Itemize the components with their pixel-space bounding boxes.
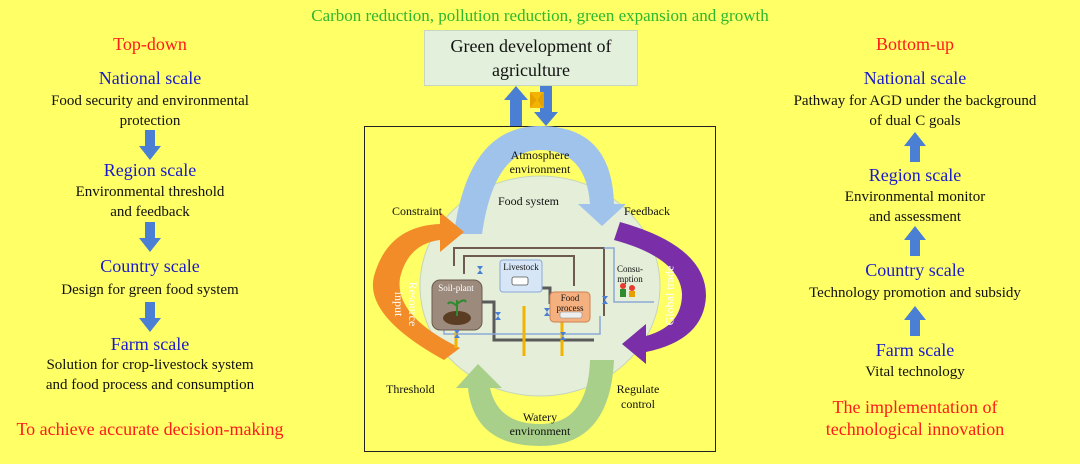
global-trade-arrow [614, 222, 706, 364]
green-development-box: Green development of agriculture [424, 30, 638, 86]
left-down-arrow-3 [139, 302, 161, 332]
watery-label-line2: environment [509, 424, 571, 438]
consumption-line1: Consu- [616, 264, 643, 274]
right-footer-line1: The implementation of [832, 397, 998, 417]
valve-left-icon [530, 92, 537, 108]
watery-label-line1: Watery [522, 410, 558, 424]
valve-icon-8 [560, 336, 566, 340]
resource-input-label: Resource input [392, 274, 420, 334]
left-footer: To achieve accurate decision-making [16, 419, 284, 439]
feedback-label: Feedback [624, 204, 670, 218]
atmosphere-label: Atmosphere environment [500, 148, 580, 176]
flow-line-1 [453, 247, 605, 316]
resource-input-line2: input [392, 291, 406, 317]
right-national-desc-line2: of dual C goals [869, 113, 961, 129]
left-country-scale: Country scale [100, 256, 200, 276]
left-down-arrow-2 [139, 222, 161, 252]
left-region-desc-line1: Environmental threshold [75, 184, 225, 200]
exchange-arrows [504, 86, 558, 126]
soil-icon [443, 311, 471, 325]
atmosphere-arrow [454, 126, 626, 234]
left-region-desc: Environmental threshold and feedback [0, 182, 300, 222]
left-national-scale: National scale [98, 68, 202, 88]
regulate-control-line2: control [621, 397, 655, 411]
resource-input-line1: Resource [406, 281, 420, 327]
valve-icon-10 [544, 312, 550, 316]
left-farm-desc-line1: Solution for crop-livestock system [46, 357, 254, 373]
left-region-desc-line2: and feedback [110, 204, 190, 220]
resource-input-arrow [372, 212, 464, 360]
right-up-arrow-3 [904, 306, 926, 336]
left-farm-desc-line2: and food process and consumption [45, 377, 255, 393]
left-heading: Top-down [113, 34, 187, 54]
food-system-label: Food system [498, 194, 560, 208]
threshold-label: Threshold [386, 382, 435, 396]
right-region-desc-line1: Environmental monitor [844, 189, 986, 205]
right-national-scale: National scale [863, 68, 967, 88]
watery-label: Watery environment [500, 410, 580, 438]
left-national-desc: Food security and environmental protecti… [0, 91, 300, 131]
right-region-desc: Environmental monitor and assessment [780, 187, 1050, 227]
regulate-control-label: Regulate control [608, 382, 668, 412]
left-country-desc: Design for green food system [61, 282, 239, 298]
right-footer: The implementation of technological inno… [780, 396, 1050, 440]
right-country-scale: Country scale [865, 260, 965, 280]
atmosphere-label-line1: Atmosphere [510, 148, 570, 162]
livestock-label: Livestock [503, 262, 539, 272]
green-development-line2: agriculture [492, 60, 570, 80]
consumption-line2: mption [617, 274, 643, 284]
valve-icon-9 [544, 308, 550, 312]
right-footer-line2: technological innovation [825, 419, 1005, 439]
soil-plant-label: Soil-plant [438, 283, 474, 293]
valve-icon-1 [477, 266, 483, 270]
valve-icon-6 [454, 334, 460, 338]
right-region-scale: Region scale [868, 165, 962, 185]
right-heading: Bottom-up [875, 34, 954, 54]
valve-icon-2 [477, 270, 483, 274]
livestock-node [499, 259, 543, 293]
right-country-desc: Technology promotion and subsidy [809, 285, 1021, 301]
right-farm-scale: Farm scale [875, 340, 955, 360]
green-development-line1: Green development of [450, 36, 612, 56]
right-region-desc-line2: and assessment [868, 209, 962, 225]
consumption-icon [620, 283, 635, 297]
livestock-icon [511, 276, 529, 286]
constraint-label: Constraint [392, 204, 442, 218]
food-process-label: Food process [550, 293, 590, 313]
right-national-desc: Pathway for AGD under the background of … [780, 91, 1050, 131]
left-national-desc-line2: protection [119, 113, 181, 129]
atmosphere-label-line2: environment [509, 162, 571, 176]
valve-right-icon [537, 92, 544, 108]
valve-icon-7 [560, 332, 566, 336]
consumption-label: Consu- mption [612, 264, 648, 284]
left-region-scale: Region scale [103, 160, 197, 180]
food-process-icon [559, 311, 583, 319]
global-trade-label: Global trade [662, 265, 677, 326]
valve-top-icon [530, 92, 544, 100]
plant-icon [447, 299, 467, 316]
left-national-desc-line1: Food security and environmental [51, 93, 249, 109]
flow-line-5 [604, 247, 654, 303]
left-farm-scale: Farm scale [110, 334, 190, 354]
valve-icon-5 [454, 330, 460, 334]
up-exchange-arrow [504, 86, 528, 126]
valve-icon-4 [495, 316, 501, 320]
right-up-arrow-2 [904, 226, 926, 256]
valve-icon-12 [602, 300, 608, 304]
valve-icon-3 [495, 312, 501, 316]
regulate-control-line1: Regulate [616, 382, 660, 396]
top-title: Carbon reduction, pollution reduction, g… [311, 6, 769, 25]
valve-icon-11 [602, 296, 608, 300]
valve-bottom-icon [530, 100, 544, 108]
watery-environment-arrow [456, 360, 614, 446]
right-national-desc-line1: Pathway for AGD under the background [793, 93, 1037, 109]
food-system-diagram [372, 126, 706, 446]
left-farm-desc: Solution for crop-livestock system and f… [0, 355, 300, 395]
food-process-line2: process [556, 303, 584, 313]
flow-line-2 [463, 255, 575, 286]
right-farm-desc: Vital technology [865, 364, 965, 380]
right-up-arrow-1 [904, 132, 926, 162]
left-down-arrow-1 [139, 130, 161, 160]
food-process-line1: Food [560, 293, 580, 303]
